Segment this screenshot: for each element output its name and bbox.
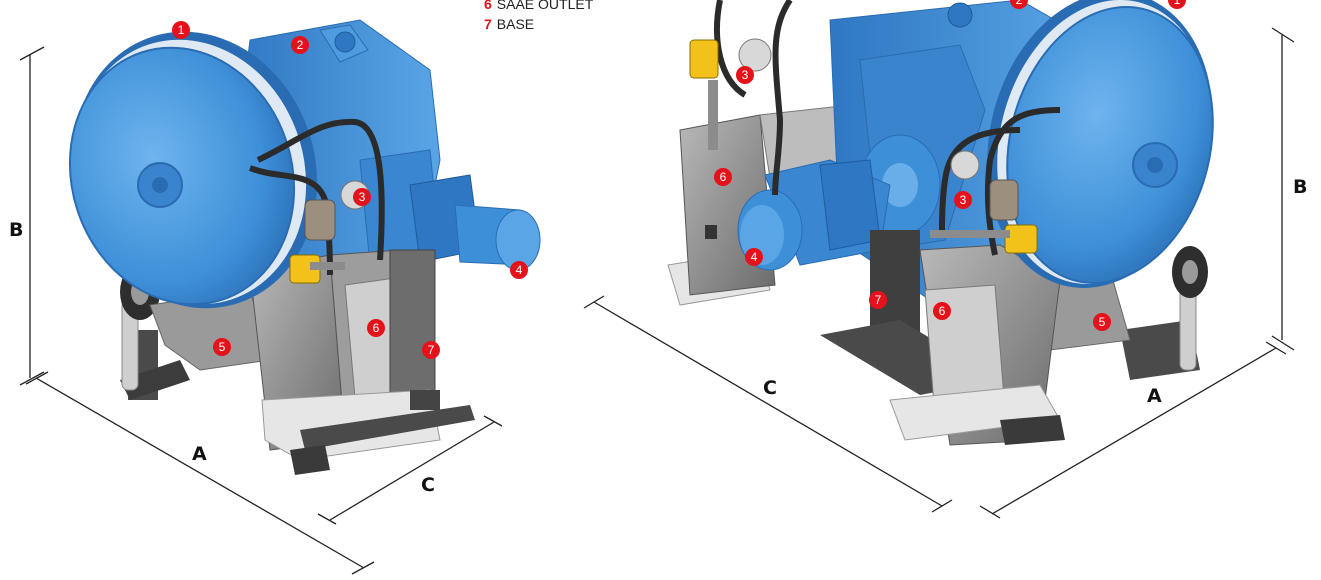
legend-item-saae-outlet: 6 SAAE OUTLET — [484, 0, 593, 14]
right-view — [583, 0, 1295, 519]
callout-6-left: 6 — [367, 319, 385, 337]
svg-text:3: 3 — [742, 68, 749, 82]
right-disc — [987, 0, 1214, 288]
svg-text:3: 3 — [960, 193, 967, 207]
callout-markers: 1 2 3 4 5 6 7 — [172, 0, 1186, 359]
callout-3-right-top: 3 — [736, 66, 754, 84]
left-dimension-lines — [19, 46, 503, 575]
dim-label-c-right: C — [763, 377, 777, 399]
svg-text:1: 1 — [178, 23, 185, 37]
dim-label-c-left: C — [421, 474, 435, 496]
callout-1-left: 1 — [172, 21, 190, 39]
svg-text:7: 7 — [428, 343, 435, 357]
callout-6-right-left: 6 — [714, 168, 732, 186]
callout-5-left: 5 — [213, 338, 231, 356]
callout-2-right: 2 — [1010, 0, 1028, 9]
svg-text:5: 5 — [219, 340, 226, 354]
legend-number: 7 — [484, 16, 492, 32]
svg-text:3: 3 — [359, 190, 366, 204]
dim-label-b-left: B — [9, 219, 23, 241]
left-disc — [68, 31, 318, 309]
dim-label-a-right: A — [1147, 385, 1162, 407]
svg-text:6: 6 — [720, 170, 727, 184]
callout-7-right: 7 — [869, 291, 887, 309]
svg-text:6: 6 — [939, 304, 946, 318]
svg-text:2: 2 — [297, 38, 304, 52]
legend-label: BASE — [496, 16, 535, 32]
callout-5-right: 5 — [1093, 313, 1111, 331]
svg-text:1: 1 — [1174, 0, 1181, 7]
svg-text:7: 7 — [875, 293, 882, 307]
legend-number: 6 — [484, 0, 492, 12]
svg-text:4: 4 — [751, 250, 758, 264]
callout-2-left: 2 — [291, 36, 309, 54]
callout-4-left: 4 — [510, 261, 528, 279]
callout-3-right-bottom: 3 — [954, 191, 972, 209]
callout-3-left: 3 — [353, 188, 371, 206]
svg-text:5: 5 — [1099, 315, 1106, 329]
svg-text:4: 4 — [516, 263, 523, 277]
right-hoses — [689, 0, 1061, 256]
right-dimension-lines — [583, 27, 1295, 519]
svg-text:2: 2 — [1016, 0, 1023, 7]
dim-label-a-left: A — [192, 443, 207, 465]
callout-4-right: 4 — [745, 248, 763, 266]
callout-1-right: 1 — [1168, 0, 1186, 9]
dimension-labels: B A C C A B — [9, 176, 1307, 496]
svg-text:6: 6 — [373, 321, 380, 335]
callout-7-left: 7 — [422, 341, 440, 359]
legend-label: SAAE OUTLET — [496, 0, 594, 12]
right-motor — [737, 159, 891, 271]
left-housing — [149, 249, 475, 475]
dim-label-b-right: B — [1293, 176, 1307, 198]
left-view — [19, 19, 541, 575]
callout-6-right-right: 6 — [933, 302, 951, 320]
